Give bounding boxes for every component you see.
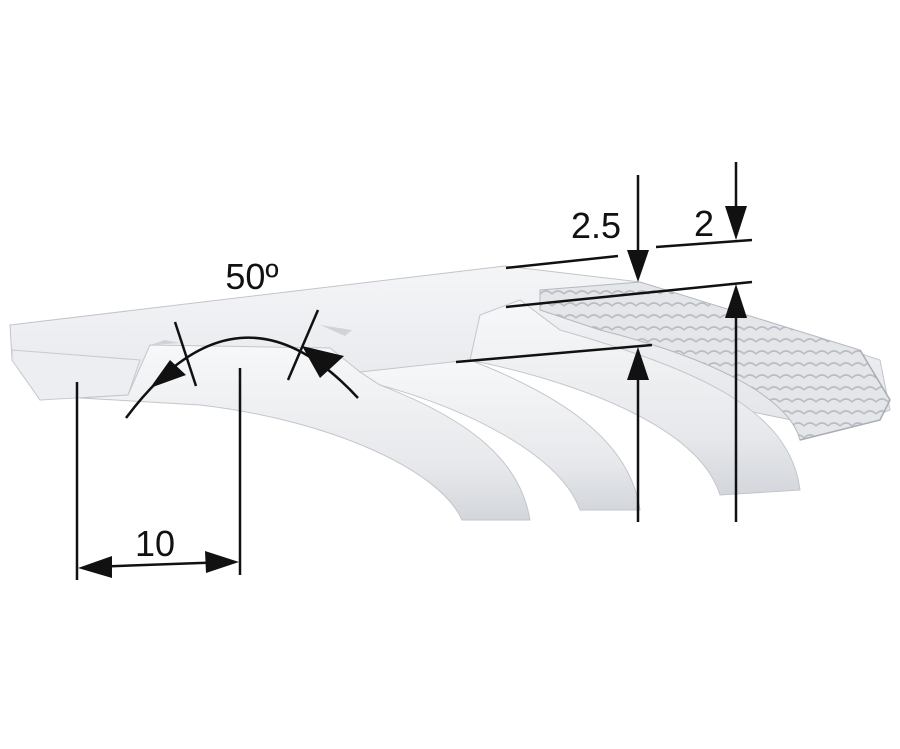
tooth-height-arrow-top <box>725 206 747 240</box>
total-height-dimension: 2.5 <box>455 175 753 522</box>
belt-tooth-1 <box>79 344 531 521</box>
angle-dimension: 50º <box>124 256 359 419</box>
belt-tooth-3 <box>469 299 801 496</box>
total-height-label: 2.5 <box>571 205 621 246</box>
total-height-arrow-top <box>627 250 649 282</box>
angle-arrow-right <box>302 346 344 378</box>
tooth-valley-left <box>320 325 352 336</box>
total-height-arrow-bottom <box>627 347 649 380</box>
angle-arrow-left <box>150 360 186 388</box>
belt-front-face <box>11 349 141 401</box>
tooth-valley-mid <box>150 340 180 345</box>
tooth-height-label: 2 <box>694 203 714 244</box>
pitch-arrow-right <box>205 551 239 573</box>
pitch-label: 10 <box>135 523 175 564</box>
cord-edge-shade <box>799 349 891 441</box>
pitch-dimension: 10 <box>75 368 242 580</box>
tooth-height-arrow-bottom <box>725 284 747 318</box>
tooth-height-dimension: 2 <box>655 162 753 522</box>
pitch-arrow-left <box>78 556 112 578</box>
belt-tooth-2 <box>358 359 641 511</box>
angle-label: 50º <box>225 256 278 297</box>
